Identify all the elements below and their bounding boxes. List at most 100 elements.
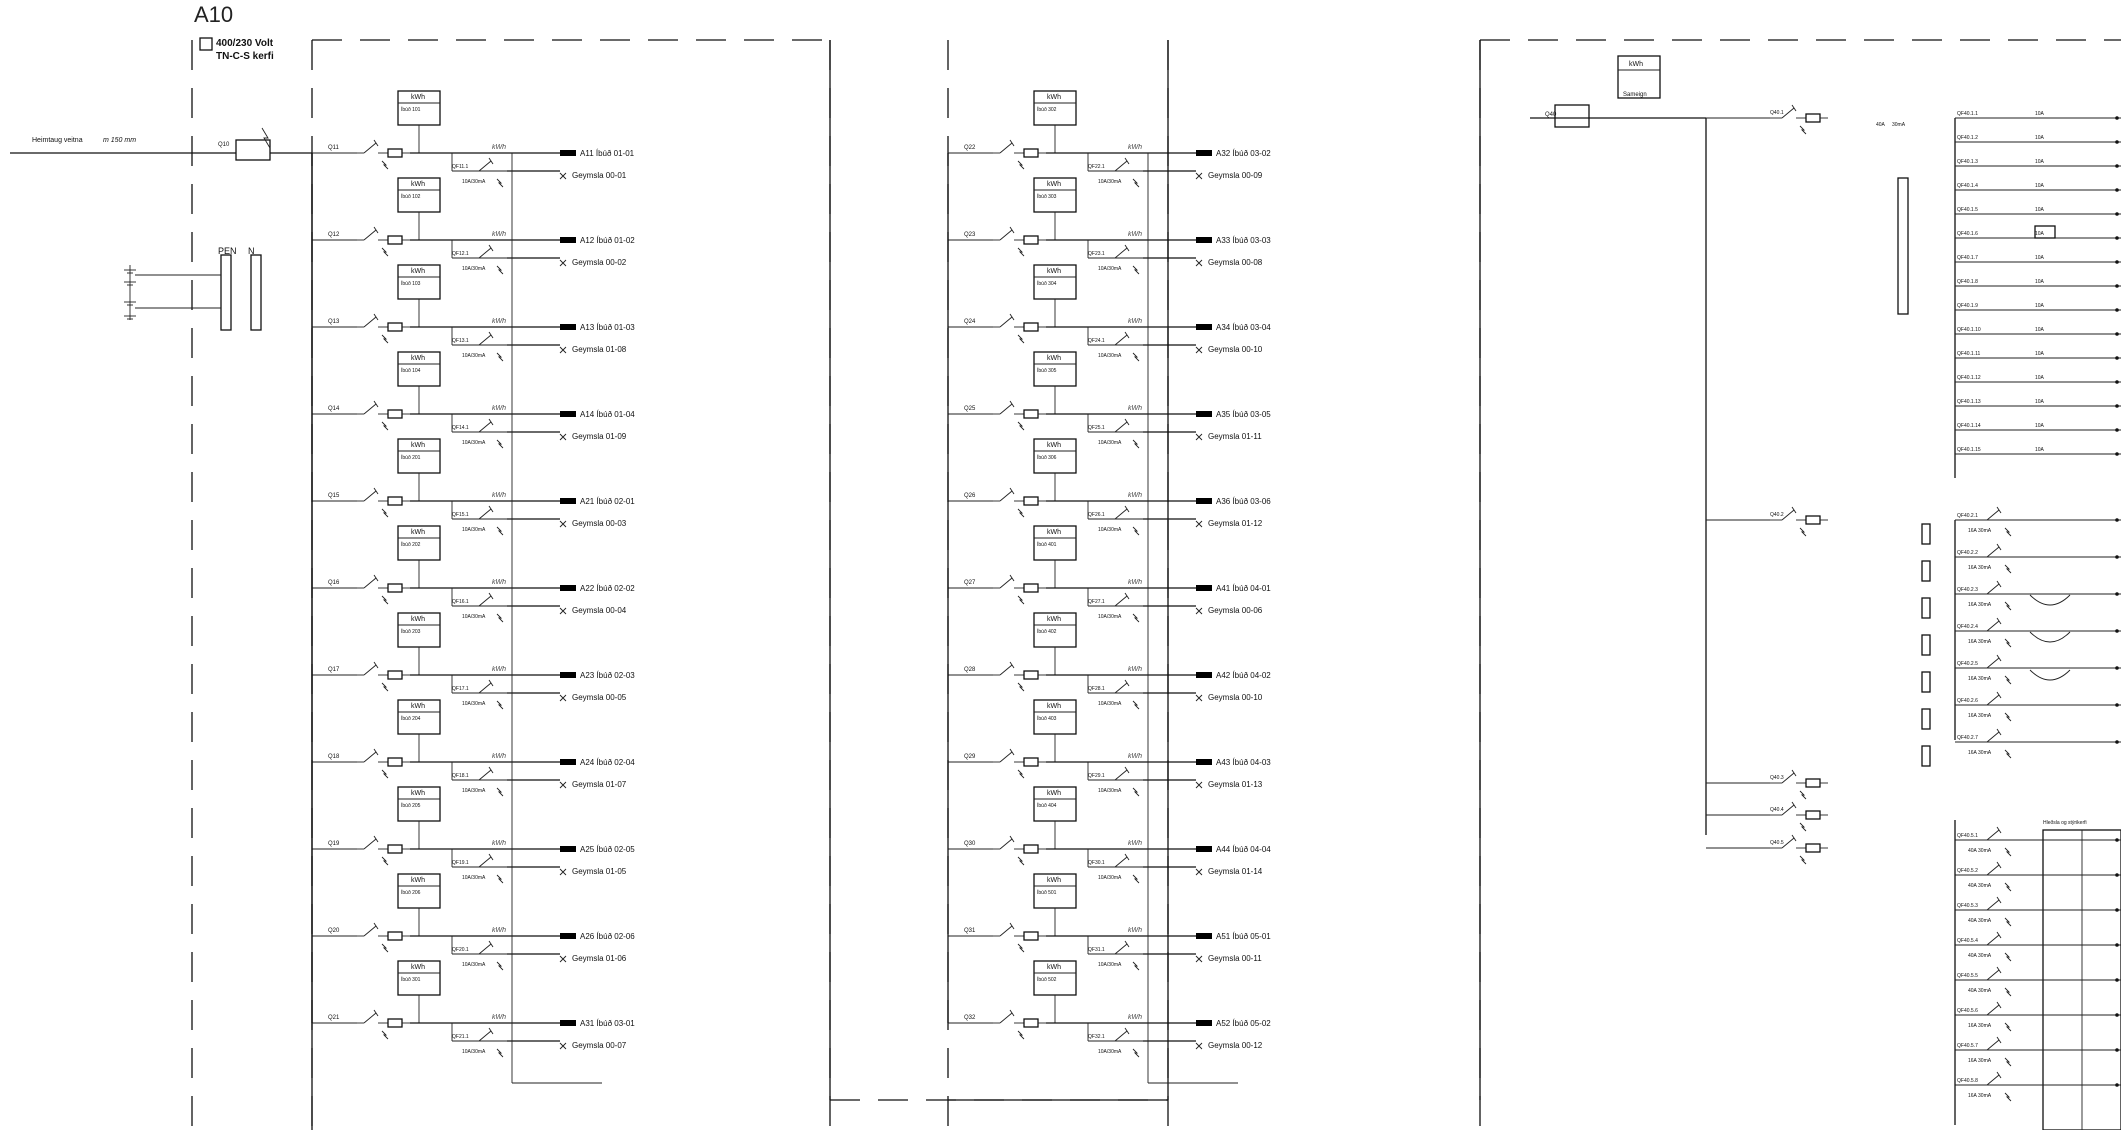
- apartment-terminal: [560, 585, 576, 591]
- rcbo-label: QF23.1: [1088, 251, 1105, 257]
- switch-tick: [373, 313, 379, 321]
- switch-blade: [1781, 509, 1795, 521]
- terminal-dot: [2115, 592, 2119, 596]
- breaker-label: Q11: [328, 145, 340, 151]
- apartment-label: A13 Íbúð 01-03: [580, 323, 635, 332]
- incoming-label: Heimtaug veitna: [32, 137, 83, 144]
- circuit-label: QF40.5.6: [1957, 1008, 1978, 1014]
- meter-apartment-label: Íbúð 206: [401, 889, 421, 896]
- circuit-label: QF40.5.2: [1957, 868, 1978, 874]
- cable-spec: kWh: [1128, 318, 1142, 325]
- apartment-label: A25 Íbúð 02-05: [580, 845, 635, 854]
- socket-symbol: [559, 172, 567, 180]
- breaker-label: Q25: [964, 406, 976, 412]
- storage-label: Geymsla 00-08: [1208, 258, 1263, 267]
- trip-symbol: [2004, 527, 2012, 537]
- trip-symbol: [381, 595, 389, 605]
- fuse-symbol: [387, 409, 403, 419]
- switch-tick: [488, 331, 494, 339]
- cable-spec: kWh: [492, 318, 506, 325]
- cable-spec: kWh: [1128, 666, 1142, 673]
- switch-tick: [1124, 679, 1130, 687]
- switch-tick: [1996, 506, 2002, 514]
- switch-blade: [1986, 829, 2000, 841]
- common-meter-title: kWh: [1629, 61, 1643, 68]
- storage-label: Geymsla 00-09: [1208, 171, 1263, 180]
- cable-spec: kWh: [1128, 579, 1142, 586]
- trip-symbol: [2004, 1057, 2012, 1067]
- feeder-label: Q40.3: [1770, 775, 1784, 781]
- fuse-symbol: [1023, 844, 1039, 854]
- kwh-meter-label: kWh: [1047, 790, 1061, 797]
- cable-spec: kWh: [1128, 927, 1142, 934]
- kwh-meter-label: kWh: [1047, 355, 1061, 362]
- circuit-rating: 10A: [2035, 375, 2045, 381]
- meter-apartment-label: Íbúð 104: [401, 367, 421, 374]
- socket-symbol: [1195, 520, 1203, 528]
- switch-tick: [373, 487, 379, 495]
- switch-blade: [1781, 107, 1795, 119]
- trip-symbol: [1799, 822, 1807, 832]
- trip-symbol: [381, 421, 389, 431]
- relay-box: [1921, 560, 1931, 582]
- switch-blade: [1114, 856, 1128, 868]
- trip-symbol: [1017, 769, 1025, 779]
- feeder-2: Q40.3: [1706, 769, 1828, 800]
- switch-tick: [488, 1027, 494, 1035]
- switch-blade: [999, 838, 1013, 850]
- apartment-label: A31 Íbúð 03-01: [580, 1019, 635, 1028]
- cable-spec: kWh: [1128, 144, 1142, 151]
- switch-tick: [488, 679, 494, 687]
- apartment-terminal: [1196, 498, 1212, 504]
- switch-blade: [363, 403, 377, 415]
- trip-symbol: [2004, 675, 2012, 685]
- feeder-4: Q40.5: [1706, 834, 1828, 865]
- cable-spec: kWh: [1128, 1014, 1142, 1021]
- trip-symbol: [2004, 847, 2012, 857]
- trip-symbol: [1799, 527, 1807, 537]
- storage-label: Geymsla 00-03: [572, 519, 627, 528]
- circuit-rating: 16A 30mA: [1968, 639, 1992, 645]
- feeder-0: Q40.1: [1706, 104, 1828, 135]
- switch-blade: [1986, 583, 2000, 595]
- rcbo-label: QF11.1: [452, 164, 469, 170]
- breaker-label: Q32: [964, 1015, 976, 1021]
- apartment-terminal: [1196, 324, 1212, 330]
- switch-tick: [1124, 1027, 1130, 1035]
- apartment-terminal: [1196, 585, 1212, 591]
- rcbo-rating: 10A/30mA: [462, 614, 486, 620]
- switch-blade: [1986, 694, 2000, 706]
- terminal-dot: [2115, 1048, 2119, 1052]
- relay-box: [1921, 745, 1931, 767]
- kwh-meter-label: kWh: [1047, 529, 1061, 536]
- trip-symbol: [1132, 613, 1140, 623]
- rcbo-label: QF12.1: [452, 251, 469, 257]
- trip-symbol: [381, 508, 389, 518]
- circuit-rating: 40A 30mA: [1968, 988, 1992, 994]
- trip-symbol: [381, 769, 389, 779]
- fuse-symbol: [387, 844, 403, 854]
- switch-tick: [373, 1009, 379, 1017]
- terminal-dot: [2115, 838, 2119, 842]
- circuit-label: QF40.2.5: [1957, 661, 1978, 667]
- apartment-label: A33 Íbúð 03-03: [1216, 236, 1271, 245]
- kwh-meter-label: kWh: [411, 877, 425, 884]
- socket-symbol: [559, 1042, 567, 1050]
- kwh-meter-label: kWh: [411, 529, 425, 536]
- cable-spec: kWh: [492, 231, 506, 238]
- fuse-symbol: [387, 583, 403, 593]
- fuse-symbol: [1023, 409, 1039, 419]
- trip-symbol: [1017, 943, 1025, 953]
- switch-blade: [478, 595, 492, 607]
